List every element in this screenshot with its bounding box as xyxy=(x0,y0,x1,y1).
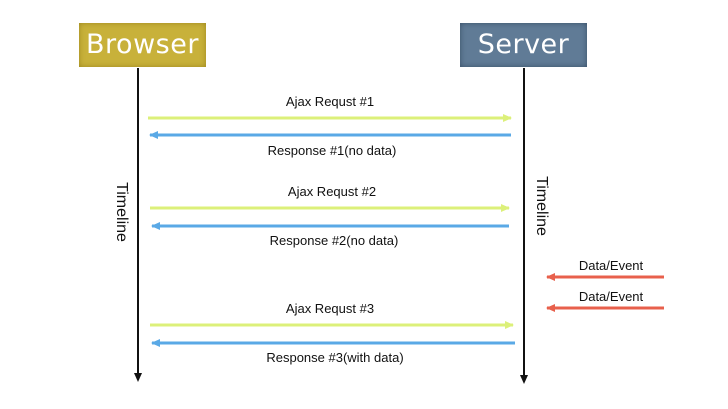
request-label-1: Ajax Requst #1 xyxy=(285,94,375,109)
request-label-3: Ajax Requst #3 xyxy=(285,301,375,316)
browser-actor-box: Browser xyxy=(79,23,206,67)
server-actor-label: Server xyxy=(477,29,570,60)
browser-actor-label: Browser xyxy=(86,29,199,60)
response-label-1: Response #1(no data) xyxy=(267,143,397,158)
browser-timeline-label: Timeline xyxy=(113,182,130,242)
server-timeline-label: Timeline xyxy=(533,176,550,236)
data-event-label-2: Data/Event xyxy=(578,289,644,304)
response-label-3: Response #3(with data) xyxy=(266,350,404,365)
data-event-label-1: Data/Event xyxy=(578,258,644,273)
server-actor-box: Server xyxy=(460,23,587,67)
request-label-2: Ajax Requst #2 xyxy=(287,184,377,199)
response-label-2: Response #2(no data) xyxy=(269,233,399,248)
